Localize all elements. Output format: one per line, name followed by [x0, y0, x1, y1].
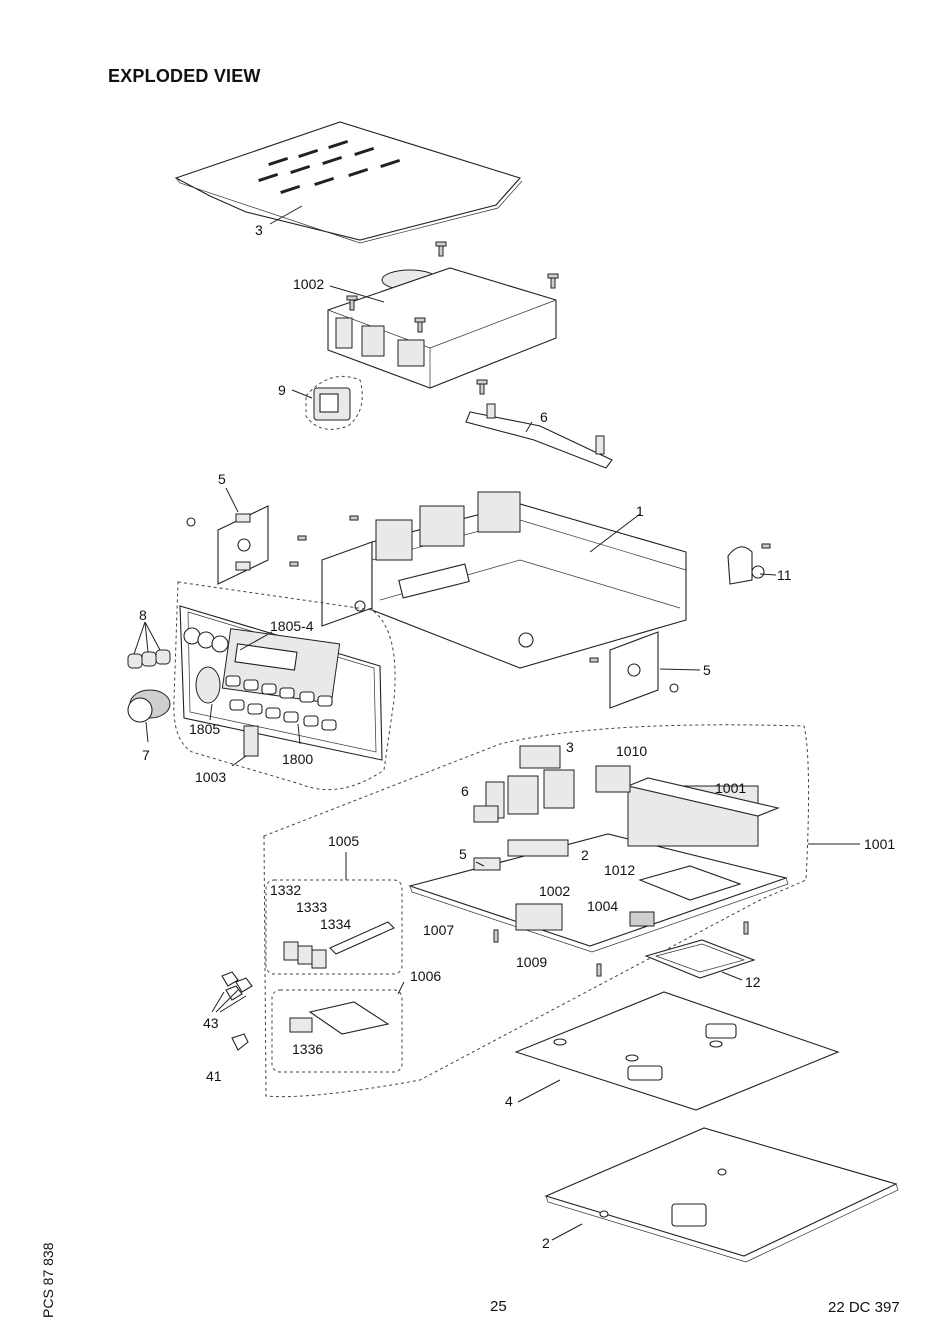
label-1002-pcb: 1002	[539, 883, 570, 899]
label-1012: 1012	[604, 862, 635, 878]
label-41: 41	[206, 1068, 222, 1084]
volume-knob-part	[128, 690, 170, 742]
label-1006: 1006	[410, 968, 441, 984]
label-12: 12	[745, 974, 761, 990]
page-number: 25	[490, 1298, 507, 1315]
label-6-bracket: 6	[540, 409, 548, 425]
bottom-cover-part	[546, 1128, 898, 1262]
bottom-insulator-part	[516, 992, 838, 1110]
switch-group-1005	[266, 852, 402, 974]
label-1805: 1805	[189, 721, 220, 737]
label-5-pcb: 5	[459, 846, 467, 862]
label-7: 7	[142, 747, 150, 763]
label-1009: 1009	[516, 954, 547, 970]
document-code: 22 DC 397	[828, 1299, 900, 1316]
side-document-code: PCS 87 838	[40, 1243, 56, 1319]
label-8: 8	[139, 607, 147, 623]
label-2-bottom: 2	[542, 1235, 550, 1251]
label-3-top-cover: 3	[255, 222, 263, 238]
label-3-pcb: 3	[566, 739, 574, 755]
label-1004: 1004	[587, 898, 618, 914]
connector-part	[292, 376, 362, 429]
mechanism-part	[328, 242, 558, 394]
label-1805-4: 1805-4	[270, 618, 314, 634]
label-1002-mechanism: 1002	[293, 276, 324, 292]
label-2-pcb: 2	[581, 847, 589, 863]
label-1005: 1005	[328, 833, 359, 849]
label-1334: 1334	[320, 916, 351, 932]
label-5-left: 5	[218, 471, 226, 487]
label-9: 9	[278, 382, 286, 398]
label-1001-module: 1001	[715, 780, 746, 796]
label-1332: 1332	[270, 882, 301, 898]
small-knobs-part	[128, 622, 170, 668]
label-1001-assembly: 1001	[864, 836, 895, 852]
label-1007: 1007	[423, 922, 454, 938]
top-cover-part	[176, 122, 522, 243]
label-6-pcb: 6	[461, 783, 469, 799]
label-1800: 1800	[282, 751, 313, 767]
label-1-chassis: 1	[636, 503, 644, 519]
right-side-bracket-part	[610, 632, 700, 708]
label-43: 43	[203, 1015, 219, 1031]
label-1333: 1333	[296, 899, 327, 915]
label-1336: 1336	[292, 1041, 323, 1057]
switch-group-1006	[272, 982, 404, 1072]
bracket-part	[466, 404, 612, 468]
part-11	[728, 544, 776, 584]
label-1010: 1010	[616, 743, 647, 759]
label-11: 11	[777, 567, 792, 583]
label-4: 4	[505, 1093, 513, 1109]
nuts-43-41	[212, 972, 252, 1050]
label-1003: 1003	[195, 769, 226, 785]
label-5-right: 5	[703, 662, 711, 678]
